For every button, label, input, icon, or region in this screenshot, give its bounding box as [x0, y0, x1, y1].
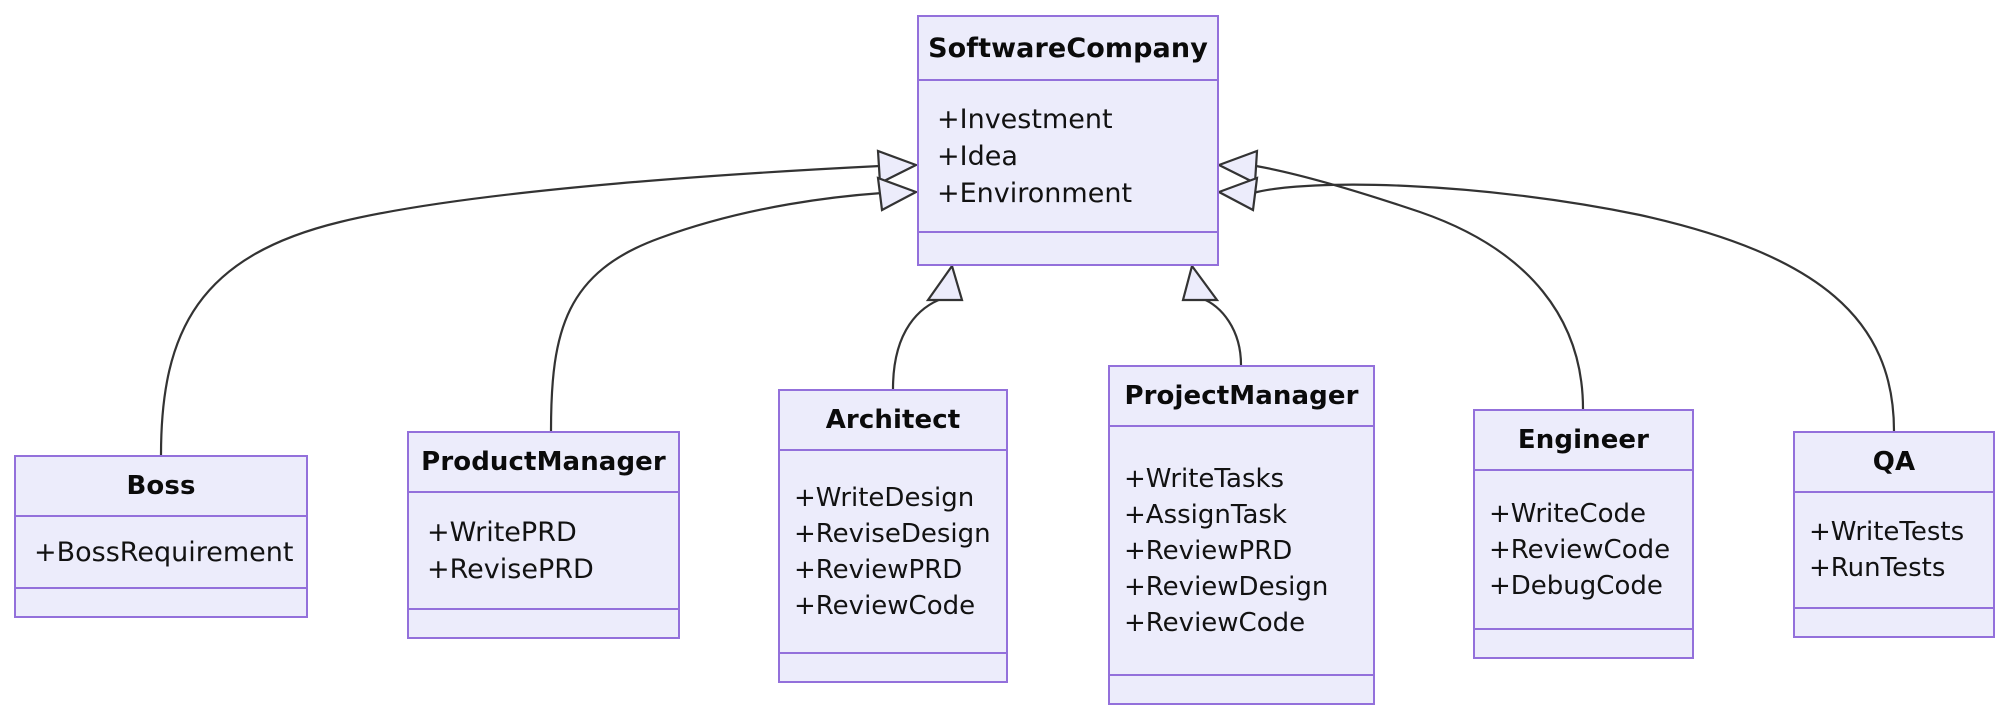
- class-attribute: +BossRequirement: [34, 536, 294, 568]
- class-attribute: +ReviewCode: [1124, 607, 1306, 638]
- class-node-softwarecompany[interactable]: SoftwareCompany +Investment +Idea +Envir…: [917, 15, 1219, 266]
- class-name-text: QA: [1872, 447, 1916, 477]
- class-attribute: +DebugCode: [1489, 570, 1663, 601]
- class-attribute: +WriteTasks: [1124, 463, 1285, 494]
- class-node-productmanager[interactable]: ProductManager +WritePRD +RevisePRD: [407, 431, 680, 639]
- class-attributes-architect: +WriteDesign +ReviseDesign +ReviewPRD +R…: [780, 449, 1006, 652]
- class-name-text: ProjectManager: [1124, 381, 1359, 411]
- class-attribute: +Investment: [937, 103, 1113, 135]
- class-attributes-projectmanager: +WriteTasks +AssignTask +ReviewPRD +Revi…: [1110, 425, 1373, 674]
- class-title-productmanager: ProductManager: [409, 433, 678, 491]
- class-operations-projectmanager: [1110, 674, 1373, 705]
- class-operations-engineer: [1475, 628, 1692, 659]
- class-title-boss: Boss: [16, 457, 306, 515]
- class-attribute: +Idea: [937, 140, 1018, 172]
- class-node-qa[interactable]: QA +WriteTests +RunTests: [1793, 431, 1995, 638]
- class-operations-productmanager: [409, 608, 678, 639]
- class-title-projectmanager: ProjectManager: [1110, 367, 1373, 425]
- class-attribute: +WriteTests: [1809, 517, 1965, 547]
- class-title-engineer: Engineer: [1475, 411, 1692, 469]
- class-title-architect: Architect: [780, 391, 1006, 449]
- class-attribute: +RunTests: [1809, 553, 1946, 583]
- class-attribute: +WriteCode: [1489, 498, 1646, 529]
- class-node-engineer[interactable]: Engineer +WriteCode +ReviewCode +DebugCo…: [1473, 409, 1694, 659]
- class-name-text: Architect: [825, 405, 961, 435]
- class-attributes-engineer: +WriteCode +ReviewCode +DebugCode: [1475, 469, 1692, 628]
- edge-architect-to-softwarecompany: [891, 263, 964, 390]
- class-attributes-boss: +BossRequirement: [16, 515, 306, 587]
- class-node-architect[interactable]: Architect +WriteDesign +ReviseDesign +Re…: [778, 389, 1008, 683]
- class-name-text: SoftwareCompany: [928, 32, 1208, 64]
- class-name-text: ProductManager: [421, 447, 666, 477]
- class-attributes-productmanager: +WritePRD +RevisePRD: [409, 491, 678, 608]
- class-attribute: +RevisePRD: [427, 553, 594, 585]
- class-title-qa: QA: [1795, 433, 1993, 491]
- edge-projectmanager-to-softwarecompany: [1181, 263, 1243, 366]
- class-operations-qa: [1795, 607, 1993, 638]
- class-operations-architect: [780, 652, 1006, 683]
- class-operations-boss: [16, 587, 306, 618]
- class-attribute: +ReviewCode: [794, 590, 976, 621]
- class-attribute: +WriteDesign: [794, 482, 975, 513]
- class-attribute: +Environment: [937, 177, 1133, 209]
- class-node-boss[interactable]: Boss +BossRequirement: [14, 455, 308, 618]
- class-operations-softwarecompany: [919, 231, 1217, 266]
- class-attributes-qa: +WriteTests +RunTests: [1795, 491, 1993, 607]
- class-attribute: +WritePRD: [427, 516, 577, 548]
- class-attribute: +ReviewCode: [1489, 534, 1671, 565]
- class-attribute: +ReviseDesign: [794, 518, 991, 549]
- class-attribute: +ReviewPRD: [794, 554, 963, 585]
- class-title-softwarecompany: SoftwareCompany: [919, 17, 1217, 79]
- class-name-text: Engineer: [1517, 425, 1650, 455]
- class-attributes-softwarecompany: +Investment +Idea +Environment: [919, 79, 1217, 231]
- class-attribute: +ReviewDesign: [1124, 571, 1329, 602]
- class-name-text: Boss: [126, 471, 196, 501]
- class-node-projectmanager[interactable]: ProjectManager +WriteTasks +AssignTask +…: [1108, 365, 1375, 705]
- class-attribute: +AssignTask: [1124, 499, 1287, 530]
- class-attribute: +ReviewPRD: [1124, 535, 1293, 566]
